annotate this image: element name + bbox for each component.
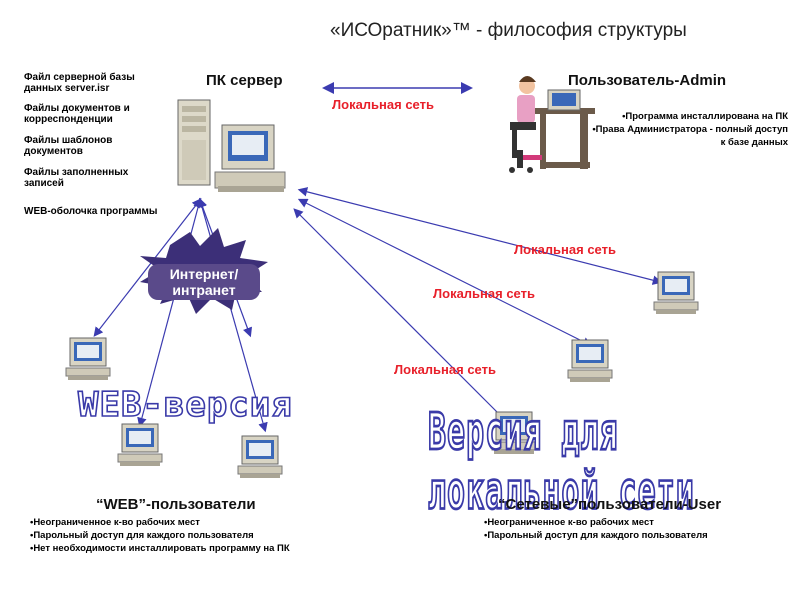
web-users-label: “WEB”-пользователи bbox=[96, 496, 256, 513]
server-file-3: Файлы шаблонов документов bbox=[24, 135, 113, 157]
admin-bullets: •Программа инсталлирована на ПК •Права А… bbox=[588, 110, 788, 149]
server-computer-icon bbox=[177, 99, 286, 192]
web-workstation-3-icon bbox=[237, 435, 283, 478]
net-users-bullet-1: •Неограниченное к-во рабочих мест bbox=[484, 517, 654, 528]
net-users-bullets: •Неограниченное к-во рабочих мест •Парол… bbox=[484, 516, 708, 542]
page-title: «ИСОратник»™ - философия структуры bbox=[330, 20, 687, 41]
lan-label-right-3: Локальная сеть bbox=[394, 362, 496, 377]
server-label: ПК сервер bbox=[206, 72, 283, 89]
net-workstation-1-icon bbox=[653, 271, 699, 314]
net-workstation-3-icon bbox=[491, 411, 537, 454]
web-workstation-1-icon bbox=[65, 337, 111, 380]
server-file-4: Файлы заполненных записей bbox=[24, 167, 129, 189]
server-file-2: Файлы документов и корреспонденции bbox=[24, 103, 130, 125]
server-file-1: Файл серверной базы данных server.isr bbox=[24, 72, 135, 94]
lan-label-top: Локальная сеть bbox=[332, 97, 434, 112]
lan-label-right-2: Локальная сеть bbox=[433, 286, 535, 301]
net-users-label: “Сетевые”пользователи-User bbox=[498, 496, 722, 513]
local-version-stamp: Версия для локальной сети bbox=[427, 402, 695, 524]
net-workstation-2-icon bbox=[567, 339, 613, 382]
internet-badge-label: Интернет/ интранет bbox=[148, 264, 260, 300]
web-users-bullet-3: •Нет необходимости инсталлировать програ… bbox=[30, 543, 290, 554]
lan-label-right-1: Локальная сеть bbox=[514, 242, 616, 257]
web-users-bullets: •Неограниченное к-во рабочих мест •Парол… bbox=[30, 516, 290, 555]
web-users-bullet-1: •Неограниченное к-во рабочих мест bbox=[30, 517, 200, 528]
server-client-link-3 bbox=[293, 208, 507, 422]
admin-bullet-2: •Права Администратора - полный доступ к … bbox=[592, 124, 788, 148]
server-web-shell: WEB-оболочка программы bbox=[24, 206, 158, 217]
web-version-stamp: WEB-версия bbox=[77, 384, 293, 426]
web-workstation-2-icon bbox=[117, 423, 163, 466]
web-users-bullet-2: •Парольный доступ для каждого пользовате… bbox=[30, 530, 254, 541]
admin-label: Пользователь-Admin bbox=[568, 72, 727, 89]
net-users-bullet-2: •Парольный доступ для каждого пользовате… bbox=[484, 530, 708, 541]
internet-badge: Интернет/ интранет bbox=[140, 258, 268, 304]
admin-user-illustration bbox=[509, 76, 595, 173]
admin-bullet-1: •Программа инсталлирована на ПК bbox=[622, 111, 788, 122]
